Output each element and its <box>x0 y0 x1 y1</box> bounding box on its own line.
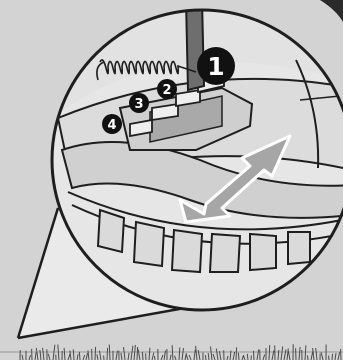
callout-3: 3 <box>129 93 149 113</box>
callout-4-label: 4 <box>107 118 116 133</box>
callout-1: 1 <box>197 47 235 85</box>
callout-4: 4 <box>102 114 122 134</box>
callout-1-label: 1 <box>207 52 224 81</box>
callout-3-label: 3 <box>134 97 143 112</box>
callout-2: 2 <box>157 79 177 99</box>
callout-2-label: 2 <box>162 83 171 98</box>
